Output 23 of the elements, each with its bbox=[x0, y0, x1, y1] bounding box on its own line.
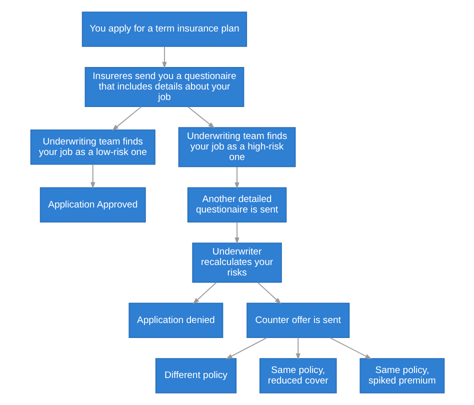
node-box: Different policy bbox=[154, 358, 236, 394]
arrow bbox=[256, 282, 281, 304]
arrow bbox=[90, 164, 95, 189]
arrow bbox=[192, 282, 216, 304]
node-box: Same policy, spiked premium bbox=[359, 358, 444, 394]
arrow bbox=[328, 337, 372, 360]
arrow bbox=[234, 166, 239, 190]
node-box: Underwriting team finds your job as a high-risk one bbox=[178, 127, 296, 168]
arrow bbox=[295, 337, 300, 360]
arrow bbox=[111, 106, 142, 131]
node-box: Another detailed questionaire is sent bbox=[186, 187, 286, 223]
node-box: Underwriter recalculates your risks bbox=[192, 242, 282, 283]
arrow bbox=[225, 337, 267, 360]
node-box: Insureres send you a questionaire that includes details about your job bbox=[84, 66, 244, 108]
node-box: Same policy, reduced cover bbox=[258, 358, 336, 394]
node-box: Application denied bbox=[128, 302, 223, 338]
node-box: Underwriting team finds your job as a low-risk one bbox=[30, 129, 155, 165]
arrow bbox=[162, 46, 166, 69]
arrow bbox=[186, 106, 214, 128]
arrow bbox=[234, 222, 239, 244]
node-box: Application Approved bbox=[39, 187, 146, 223]
node-box: Counter offer is sent bbox=[246, 302, 350, 338]
node-box: You apply for a term insurance plan bbox=[81, 12, 247, 47]
